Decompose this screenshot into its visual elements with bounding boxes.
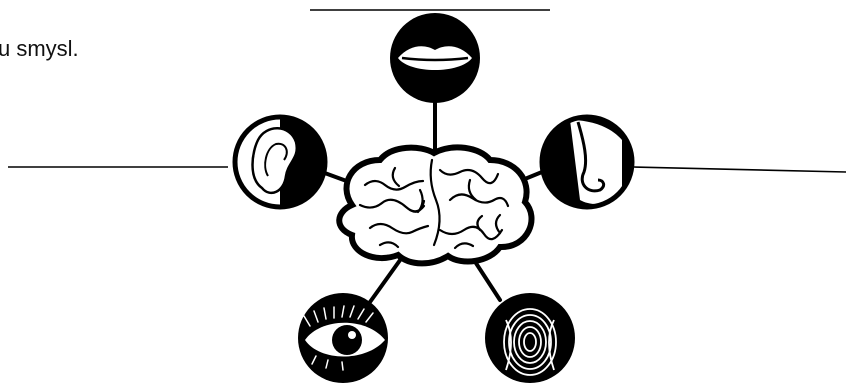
- brain-icon: [339, 147, 531, 263]
- ear-icon: [235, 117, 325, 207]
- answer-line-smell[interactable]: [634, 167, 846, 172]
- fingerprint-icon: [485, 293, 575, 383]
- nose-icon: [542, 117, 632, 207]
- connector-sight: [370, 256, 403, 302]
- mouth-icon: [390, 13, 480, 103]
- eye-icon: [298, 293, 388, 383]
